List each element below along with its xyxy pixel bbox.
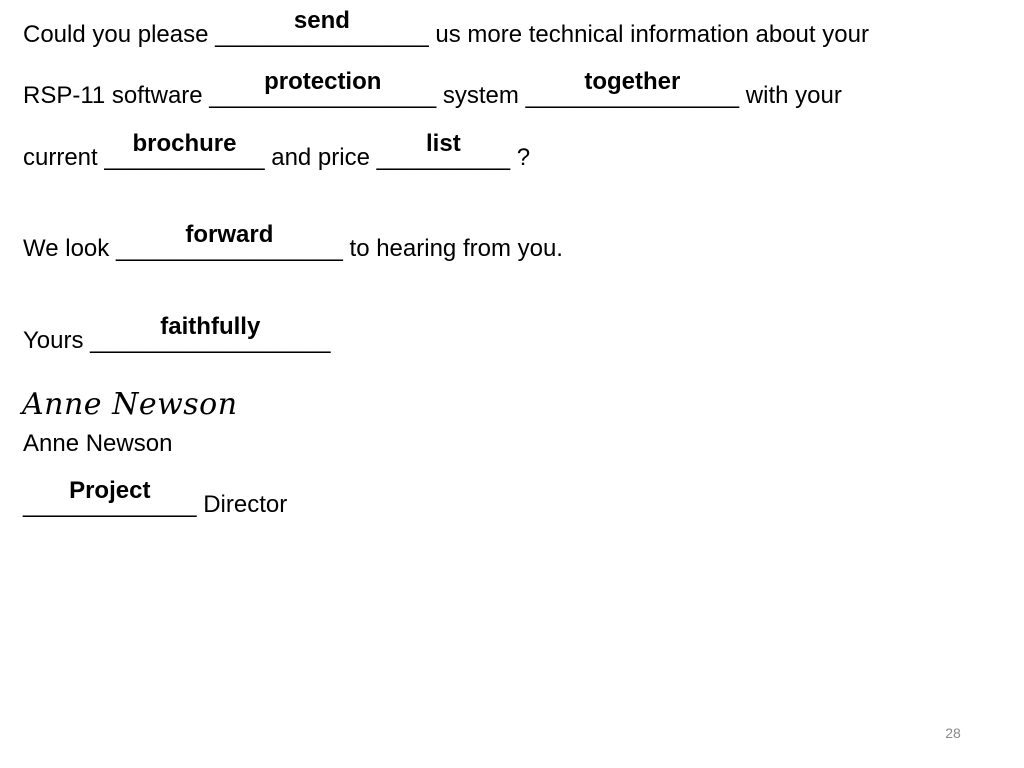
blank-underscores: __________ [376,144,511,171]
letter-line-job-title: _____________Project Director [23,477,288,519]
handwritten-signature: Anne Newson [22,387,238,422]
answer-send: send [293,7,350,34]
blank-underscores: ________________ [525,82,740,109]
answer-list: list [426,130,461,157]
line-text: with your [739,82,842,109]
line-text: RSP-11 software [23,82,210,109]
line-text: ? [510,144,531,171]
line-text: Director [196,491,288,518]
signatory-name: Anne Newson [23,430,173,457]
blank-underscores: __________________ [90,327,331,354]
answer-together: together [584,68,681,95]
letter-line-5: Yours __________________faithfully [23,313,331,355]
blank-protection: _________________protection [209,68,437,110]
blank-underscores: ____________ [104,144,265,171]
blank-together: ________________together [525,68,740,110]
line-text: We look [23,235,116,262]
line-text: and price [264,144,377,171]
line-text: current [23,144,105,171]
line-text: us more technical information about your [428,21,869,48]
blank-forward: _________________forward [115,221,343,263]
blank-faithfully: __________________faithfully [90,313,331,355]
blank-brochure: ____________brochure [104,130,265,172]
line-text: to hearing from you. [342,235,563,262]
blank-underscores: ________________ [215,21,429,48]
blank-underscores: _________________ [209,82,437,109]
answer-brochure: brochure [132,130,237,157]
answer-protection: protection [264,68,382,95]
blank-list: __________list [376,130,511,172]
answer-forward: forward [185,221,274,248]
letter-line-2: RSP-11 software _________________protect… [23,68,842,110]
slide-number: 28 [945,725,961,741]
line-text: system [436,82,526,109]
blank-project: _____________Project [23,477,197,519]
blank-underscores: _________________ [115,235,343,262]
blank-send: ________________send [215,7,429,49]
answer-project: Project [69,477,151,504]
letter-line-1: Could you please ________________send us… [23,7,869,49]
line-text: Yours [23,327,91,354]
answer-faithfully: faithfully [160,313,261,340]
letter-line-3: current ____________brochure and price _… [23,130,531,172]
letter-line-4: We look _________________forward to hear… [23,221,563,263]
line-text: Could you please [23,21,216,48]
blank-underscores: _____________ [23,491,197,518]
